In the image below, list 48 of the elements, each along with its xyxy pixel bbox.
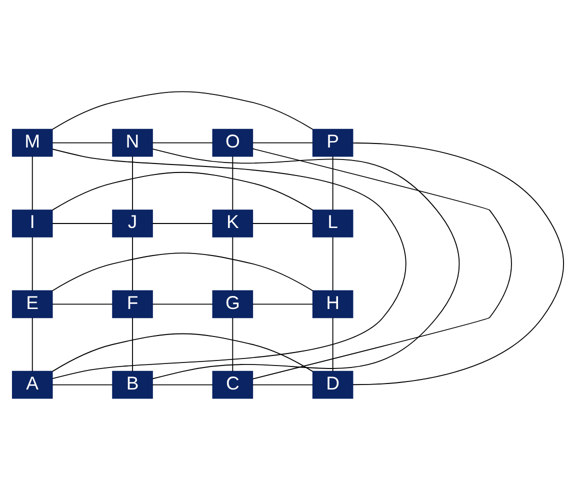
connector (232, 236, 234, 292)
node-box: C (212, 370, 254, 399)
connector (232, 317, 234, 372)
connector (52, 223, 113, 224)
node-box: M (12, 128, 53, 157)
connector (152, 384, 214, 386)
node-box: L (312, 210, 354, 238)
connector (132, 317, 133, 372)
connector (52, 333, 314, 372)
node-box: N (112, 128, 153, 157)
connector (52, 384, 113, 386)
node-box: B (112, 370, 153, 399)
connector (32, 236, 33, 292)
node-box: O (212, 128, 254, 157)
node-box: F (112, 290, 153, 318)
connector (252, 384, 314, 386)
node-box: E (12, 290, 53, 318)
connector (152, 304, 214, 305)
connector (332, 156, 334, 210)
node-box: J (112, 210, 153, 238)
connector (52, 91, 314, 130)
node-box: D (312, 370, 354, 399)
node-box: G (212, 290, 254, 318)
connector (252, 304, 314, 305)
connector (252, 142, 314, 144)
connector (132, 236, 133, 292)
connector (252, 148, 512, 380)
node-box: I (12, 210, 53, 238)
node-box: H (312, 290, 354, 318)
connector (32, 317, 33, 372)
connector (32, 156, 33, 210)
connector (52, 252, 314, 292)
connector (152, 223, 214, 224)
connector (232, 156, 234, 210)
connector (332, 236, 334, 292)
connector (332, 317, 334, 372)
connector (52, 304, 113, 305)
connector (152, 148, 460, 380)
connector (52, 142, 113, 144)
connector (52, 172, 314, 211)
node-box: K (212, 210, 254, 238)
connector (152, 142, 214, 144)
connector (352, 142, 564, 386)
connector (252, 223, 314, 224)
connector (132, 156, 133, 210)
connector (52, 148, 406, 380)
node-box: P (312, 128, 354, 157)
node-box: A (12, 370, 53, 399)
